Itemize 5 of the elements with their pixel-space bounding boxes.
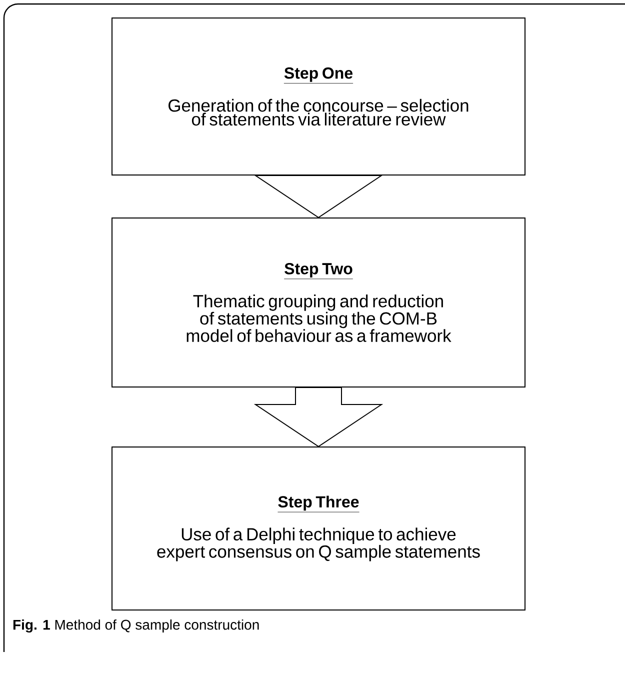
step-box: Step Two Thematic grouping and reduction of statements using the COM-B model of behaviour as a framework: [112, 218, 526, 388]
caption: Fig. 1 Method of Q sample construction: [13, 619, 259, 633]
block-arrow: [254, 387, 384, 448]
step-box: Step Three Use of a Delphi technique to achieve expert consensus on Q sample statements: [112, 446, 526, 610]
step-box: Step One Generation of the concourse – selection of statements via literature review: [112, 18, 526, 176]
